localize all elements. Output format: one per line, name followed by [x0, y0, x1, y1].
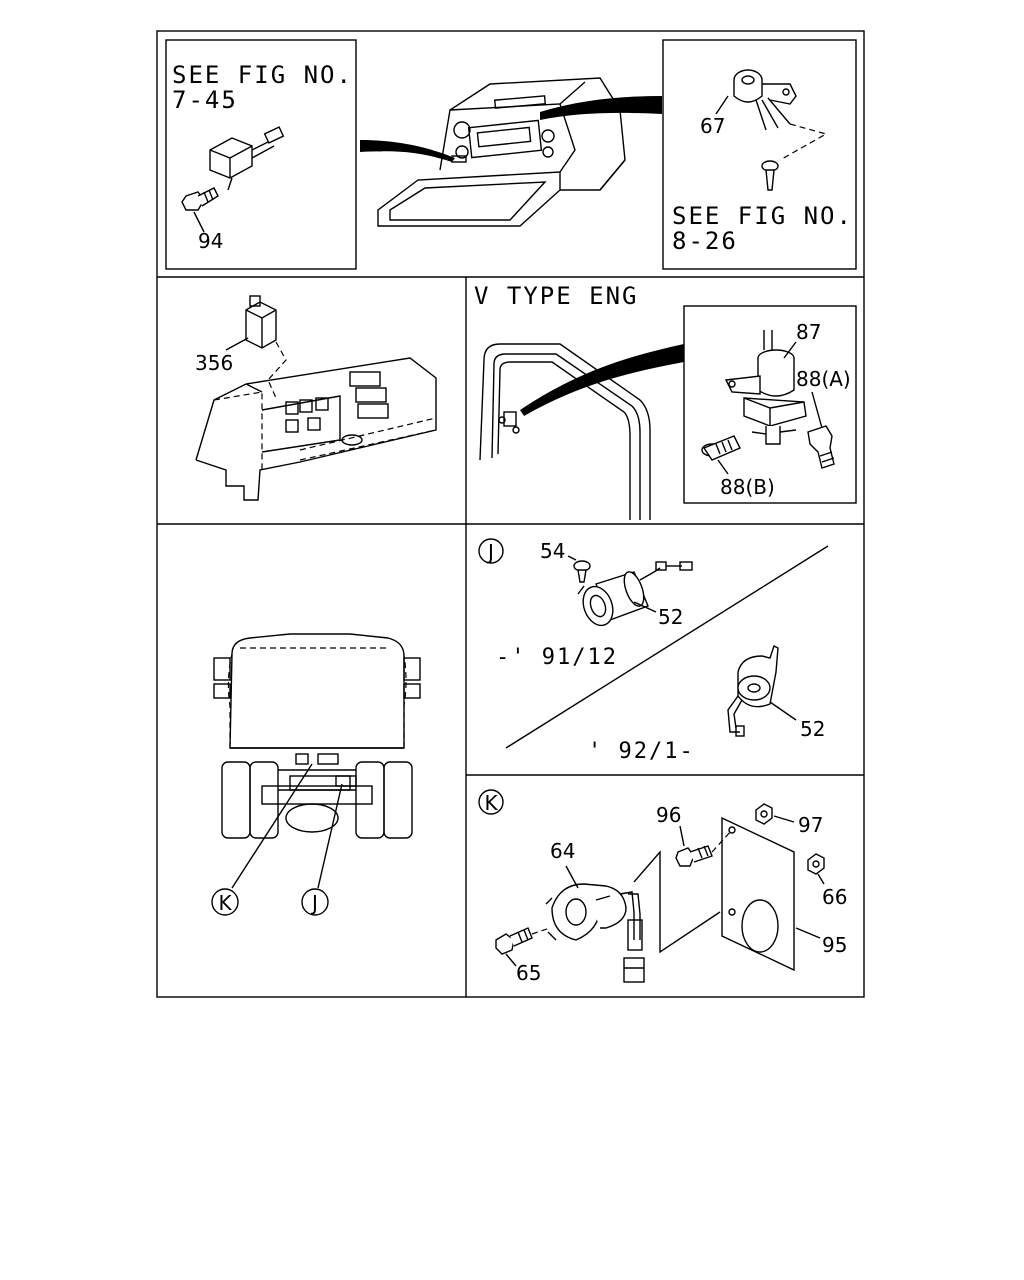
part-number-96: 96 [656, 803, 681, 827]
date-range-upper: -' 91/12 [496, 645, 618, 670]
relay-356-panel: 356 [195, 295, 437, 501]
nut-66 [807, 853, 825, 875]
part-number-356: 356 [195, 351, 233, 375]
bolt-65 [495, 927, 533, 955]
elbow-88a [807, 425, 835, 469]
elbow-88b [701, 435, 741, 461]
part-number-97: 97 [798, 813, 823, 837]
inset-buzzer-67: 67 SEE FIG NO. 8-26 [662, 39, 857, 270]
date-range-lower: ' 92/1- [588, 739, 695, 764]
see-fig-7-45-line1: SEE FIG NO. [172, 61, 353, 89]
detail-k-marker: K [484, 791, 498, 815]
part-number-88a: 88(A) [796, 367, 851, 391]
screw-8-26 [761, 160, 779, 191]
detail-k-horn-bracket: K 95 97 66 96 [478, 789, 847, 985]
variant-divider [505, 545, 829, 749]
truck-rear-view: K J [211, 633, 421, 916]
part-number-52-upper: 52 [658, 605, 683, 629]
valve-small-view [498, 411, 520, 434]
part-number-54: 54 [540, 539, 565, 563]
v-type-engine-valve: V TYPE ENG 87 88(A) [474, 282, 857, 520]
detail-j-horn: J 54 52 -' 91/12 [478, 538, 829, 764]
see-fig-7-45-line2: 7-45 [172, 86, 238, 114]
part-number-87: 87 [796, 320, 821, 344]
screw-54 [573, 560, 591, 583]
see-fig-8-26-line1: SEE FIG NO. [672, 202, 853, 230]
part-number-52-lower: 52 [800, 717, 825, 741]
bolt-94 [181, 187, 219, 211]
part-number-66: 66 [822, 885, 847, 909]
relay-356 [245, 295, 277, 349]
leader-wedge-valve [520, 344, 684, 416]
v-type-eng-title: V TYPE ENG [474, 282, 639, 310]
horn-52-new [727, 645, 779, 737]
part-number-94: 94 [198, 229, 223, 253]
part-number-64: 64 [550, 839, 575, 863]
detail-j-marker: J [486, 540, 494, 564]
leader-wedge-left [360, 140, 455, 162]
diagram-frame [156, 30, 865, 998]
leader-wedge-right [540, 96, 662, 120]
buzzer-67 [733, 69, 797, 131]
part-number-88b: 88(B) [720, 475, 775, 499]
bolt-96 [675, 845, 713, 867]
nut-97 [755, 803, 773, 825]
see-fig-8-26-line2: 8-26 [672, 227, 738, 255]
horn-52-old [577, 561, 693, 627]
part-number-95: 95 [822, 933, 847, 957]
inset-switch-94: SEE FIG NO. 7-45 94 [165, 39, 357, 270]
marker-k-truck: K [218, 891, 232, 915]
bracket-plate-95 [721, 816, 795, 972]
part-number-65: 65 [516, 961, 541, 985]
dashboard-console [360, 77, 662, 227]
horn-64 [545, 883, 645, 983]
part-number-67: 67 [700, 114, 725, 138]
solenoid-valve-87 [724, 330, 807, 445]
marker-j-truck: J [310, 891, 318, 915]
